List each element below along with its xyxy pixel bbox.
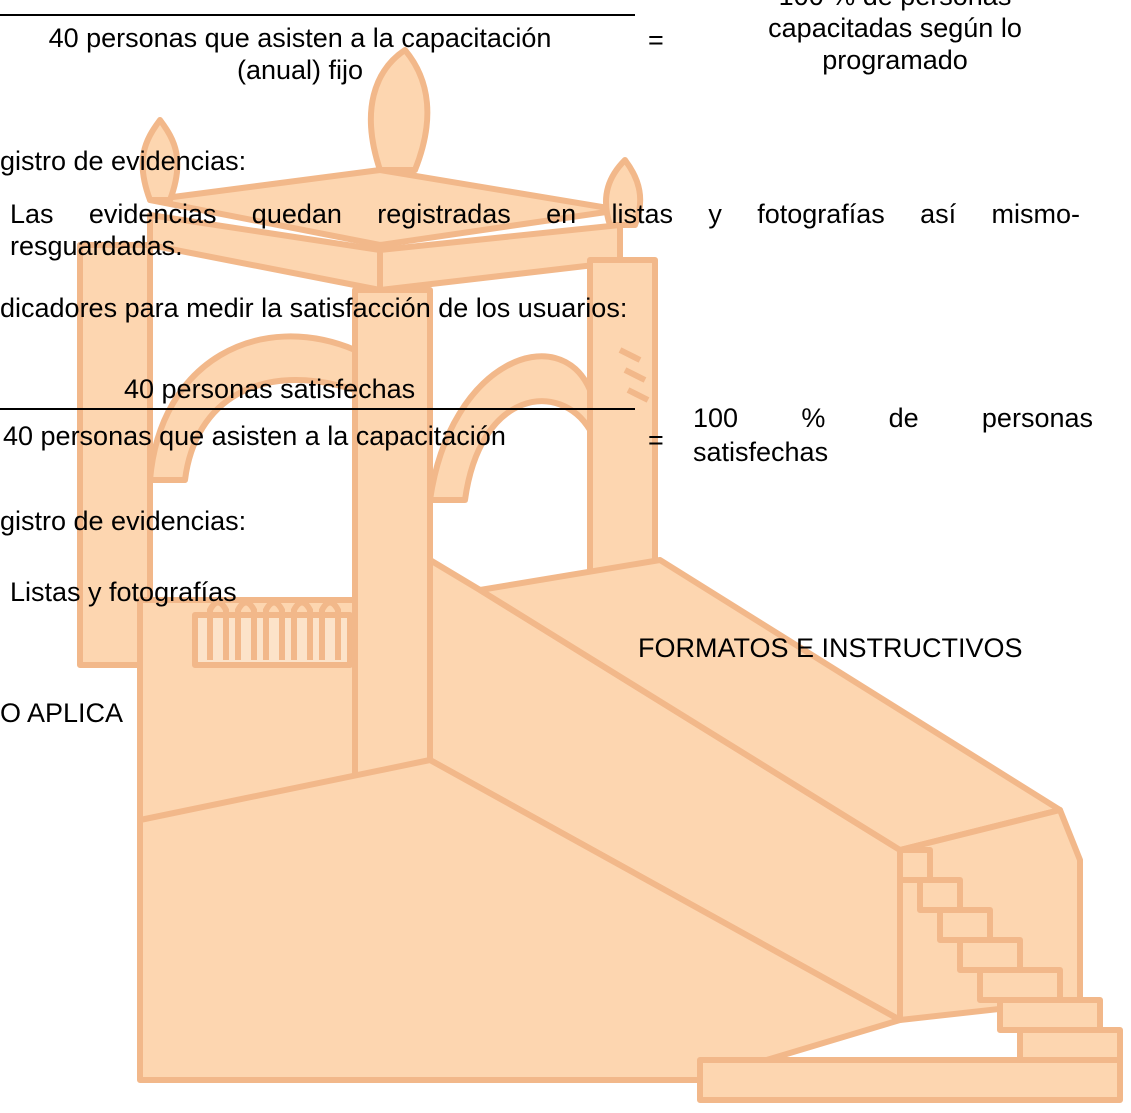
not-applicable-text: O APLICA (0, 698, 124, 728)
formula1-denominator-line1: 40 personas que asisten a la capacitació… (48, 23, 552, 53)
formula1-denominator: 40 personas que asisten a la capacitació… (0, 22, 600, 86)
evidence-body-2: Listas y fotografías (10, 577, 237, 607)
formats-title: FORMATOS E INSTRUCTIVOS (638, 633, 1023, 663)
evidence-body-1-text: Las evidencias quedan registradas en lis… (10, 199, 1080, 229)
formula2-fraction-line (0, 408, 635, 410)
evidence-heading-2: gistro de evidencias: (0, 506, 247, 536)
formula1-fraction-line (0, 14, 635, 16)
formula2-numerator: 40 personas satisfechas (124, 374, 416, 404)
formula2-result-line1-text: 100 % de personas (693, 403, 1093, 433)
evidence-heading-1: gistro de evidencias: (0, 146, 247, 176)
formula1-denominator-line2: (anual) fijo (236, 55, 364, 85)
evidence-body-1-line1: Las evidencias quedan registradas en lis… (10, 198, 1080, 230)
formula1-result-line3: programado (822, 45, 968, 75)
evidence-body-1-line2: resguardadas. (10, 231, 183, 261)
formula1-equals: = (648, 25, 664, 55)
indicators-heading: dicadores para medir la satisfacción de … (0, 293, 628, 323)
formula2-result-line2: satisfechas (693, 437, 829, 467)
formula1-result: 100 % de personas capacitadas según lo p… (710, 0, 1080, 76)
formula2-denominator: 40 personas que asisten a la capacitació… (3, 421, 506, 451)
formula1-result-line1: 100 % de personas (710, 0, 1080, 12)
formula2-equals: = (648, 425, 664, 455)
formula2-result-line1: 100 % de personas (693, 402, 1093, 434)
formula1-result-line2: capacitadas según lo (768, 13, 1022, 43)
